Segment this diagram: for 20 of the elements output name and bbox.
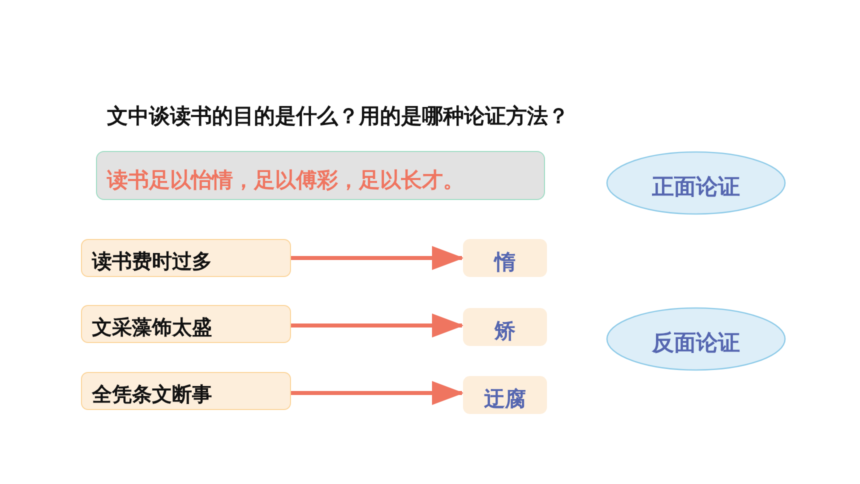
result-text: 迂腐 [484, 386, 526, 413]
quote-text: 读书足以怡情，足以傅彩，足以长才。 [107, 166, 464, 194]
reason-box [81, 239, 291, 277]
question-heading: 文中谈读书的目的是什么？用的是哪种论证方法？ [107, 103, 569, 130]
arrow [291, 381, 464, 405]
arrow [291, 246, 464, 270]
result-box [463, 308, 547, 346]
result-text: 矫 [494, 318, 516, 345]
method-label: 正面论证 [652, 174, 740, 202]
quote-box [96, 151, 545, 200]
result-box [463, 239, 547, 277]
reason-text: 全凭条文断事 [92, 380, 212, 408]
result-text: 惰 [494, 249, 516, 276]
reason-text: 读书费时过多 [92, 248, 212, 274]
reason-box [81, 305, 291, 343]
reason-text: 文采藻饰太盛 [92, 314, 212, 340]
method-label: 反面论证 [652, 330, 740, 358]
result-box [463, 376, 547, 414]
reason-box [81, 372, 291, 410]
arrow [291, 314, 464, 338]
